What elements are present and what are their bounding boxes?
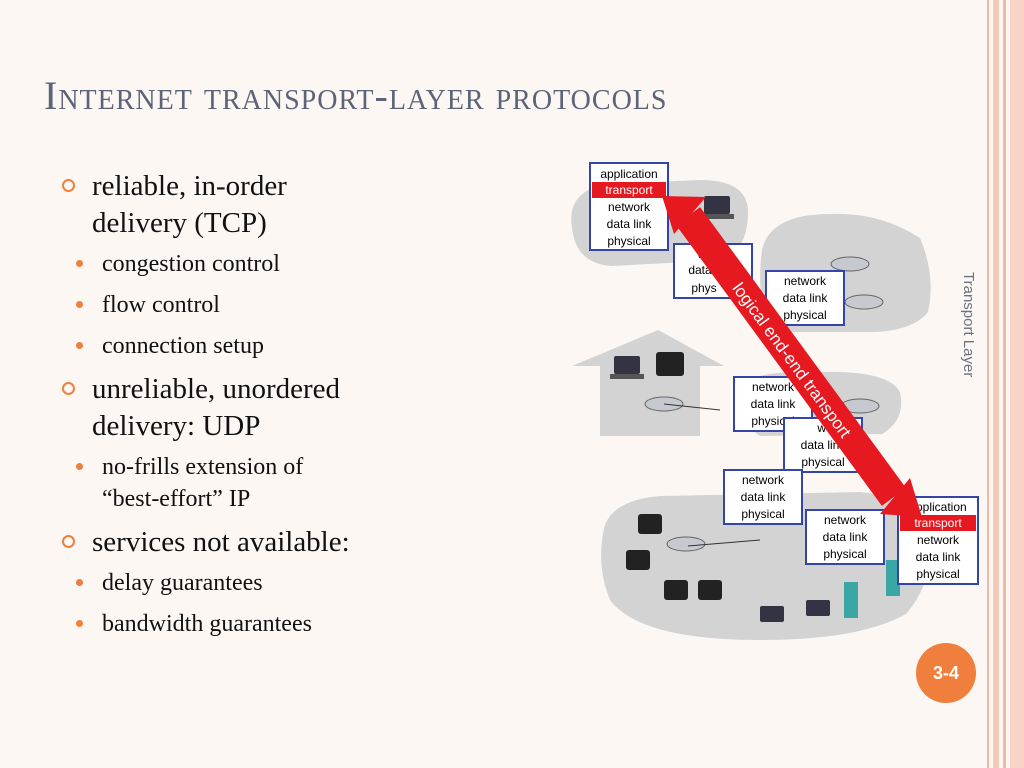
stack-layer-network: network (917, 533, 960, 547)
sub-bullet-text: flow control (102, 292, 220, 318)
arrow-head-icon (662, 196, 706, 234)
side-label: Transport Layer (960, 272, 977, 378)
sub-bullet: bandwidth guarantees (62, 608, 482, 640)
ring-bullet-icon (62, 535, 75, 548)
server-icon (886, 560, 900, 596)
laptop-icon (760, 606, 784, 622)
sub-bullet: flow control (62, 289, 482, 321)
ring-bullet-icon (62, 179, 75, 192)
laptop-icon (610, 374, 644, 379)
sub-bullet: delay guarantees (62, 567, 482, 599)
sub-bullet: connection setup (62, 330, 482, 362)
stack-box (723, 469, 803, 525)
arrow-head-icon (880, 478, 922, 517)
arrow-shaft (675, 207, 907, 506)
stack-layer-data-link: data link (916, 550, 962, 564)
laptop-icon (704, 196, 730, 214)
stack-layer-application: application (909, 500, 966, 514)
dot-bullet-icon (76, 463, 83, 470)
stack-layer-physical: physical (916, 567, 959, 581)
stack-layer-data-link: data link (741, 490, 787, 504)
decor-stripe (1010, 0, 1024, 768)
stack-layer-network: network (784, 274, 827, 288)
transport-highlight (900, 515, 976, 531)
bullet-text: delivery: UDP (92, 410, 261, 442)
desktop-computer-icon (656, 352, 684, 376)
desktop-computer-icon (626, 550, 650, 570)
stack-layer-data-link: data link (607, 217, 653, 231)
dot-bullet-icon (76, 342, 83, 349)
sub-bullet-text: no-frills extension of (102, 454, 304, 480)
desktop-computer-icon (698, 580, 722, 600)
stack-layer-physical: physical (823, 547, 866, 561)
stack-layer-network: network (824, 513, 867, 527)
bullet-text: delivery (TCP) (92, 207, 267, 239)
stack-layer-physical: physical (741, 507, 784, 521)
sub-bullet-text: bandwidth guarantees (102, 611, 312, 637)
stack-source-host: application transport network data link … (589, 162, 669, 251)
bullet-udp: unreliable, unordered delivery: UDP (62, 371, 482, 445)
router-icon (830, 256, 870, 272)
bullet-unavailable: services not available: (62, 524, 482, 561)
stack-layer-network: network (742, 473, 785, 487)
dot-bullet-icon (76, 579, 83, 586)
desktop-computer-icon (664, 580, 688, 600)
decor-stripe (987, 0, 989, 768)
stack-layer-physical: physical (607, 234, 650, 248)
stack-layer-network: network (752, 380, 795, 394)
home-network-region (572, 330, 724, 436)
stack-router: network data link physical (723, 469, 803, 525)
links (663, 403, 761, 547)
sub-bullet: no-frills extension of “best-effort” IP (62, 451, 482, 515)
laptop-icon (806, 600, 830, 616)
bullet-text: unreliable, unordered (92, 373, 341, 405)
router-icon (666, 536, 706, 552)
link-line (687, 539, 761, 547)
dot-bullet-icon (76, 260, 83, 267)
stack-layer-data-link: data link (751, 397, 797, 411)
stack-layer-data-link: data (688, 263, 712, 277)
sub-bullet: congestion control (62, 248, 482, 280)
sub-bullet-text: “best-effort” IP (102, 486, 251, 512)
bullet-text: reliable, in-order (92, 170, 287, 202)
stack-layer-data-link: data link (823, 530, 869, 544)
stack-box (589, 162, 669, 251)
decor-stripe (993, 0, 999, 768)
ring-bullet-icon (62, 382, 75, 395)
stack-layer-physical: physical (783, 308, 826, 322)
stack-layer-transport: transport (605, 183, 653, 197)
hosts (610, 196, 900, 622)
dot-bullet-icon (76, 620, 83, 627)
laptop-icon (614, 356, 640, 374)
sub-bullet-text: connection setup (102, 333, 264, 359)
bullet-list: reliable, in-order delivery (TCP) conges… (62, 168, 482, 649)
stack-box (805, 509, 885, 565)
sub-bullet-text: delay guarantees (102, 570, 263, 596)
laptop-icon (700, 214, 734, 219)
dot-bullet-icon (76, 301, 83, 308)
page-number-badge: 3-4 (916, 643, 976, 703)
stack-layer-transport: transport (914, 516, 962, 530)
routers (644, 256, 884, 552)
bullet-tcp: reliable, in-order delivery (TCP) (62, 168, 482, 242)
stack-layer-network: network (608, 200, 651, 214)
link-line (663, 403, 721, 411)
sub-bullet-text: congestion control (102, 251, 280, 277)
transport-highlight (592, 182, 666, 198)
bullet-text: services not available: (92, 526, 350, 558)
stack-layer-application: application (600, 167, 657, 181)
stack-layer-physical: phys (691, 281, 716, 295)
router-icon (844, 294, 884, 310)
desktop-computer-icon (638, 514, 662, 534)
server-icon (844, 582, 858, 618)
stack-router: network data link physical (805, 509, 885, 565)
stack-layer-data-link: data link (783, 291, 829, 305)
slide-title: Internet transport-layer protocols (44, 73, 668, 118)
decor-stripe (1003, 0, 1006, 768)
network-diagram: application transport network data link … (571, 162, 979, 640)
stack-layer-physical: physical (801, 455, 844, 469)
